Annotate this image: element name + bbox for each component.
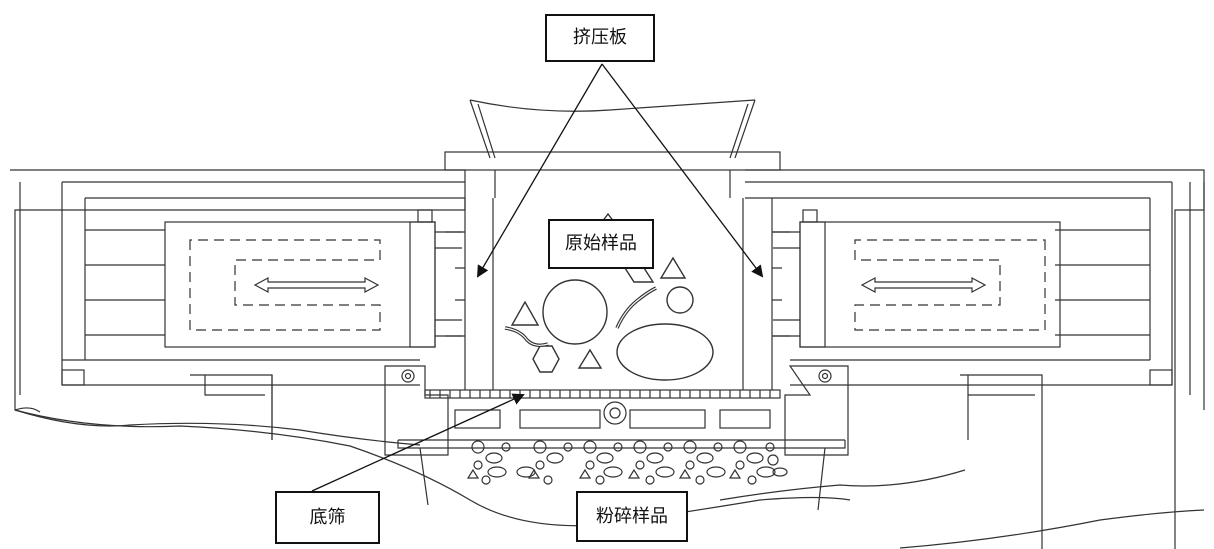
arrow-to-right-press-plate <box>601 63 764 278</box>
crushing-chamber <box>445 198 790 390</box>
label-press-plate: 挤压板 <box>545 14 655 62</box>
bottom-wave-lines <box>14 182 1205 549</box>
label-press-plate-text: 挤压板 <box>573 27 627 48</box>
left-cylinder <box>164 209 462 348</box>
left-double-arrow <box>253 276 380 294</box>
collection-tray <box>419 447 826 511</box>
pointer-arrows <box>311 63 764 492</box>
crushed-sample-particles <box>466 440 788 485</box>
label-raw-sample: 原始样品 <box>548 219 654 269</box>
right-cylinder <box>773 209 1061 348</box>
left-outer-housing <box>10 169 466 446</box>
bottom-screen-plate <box>397 389 846 449</box>
label-bottom-screen: 底筛 <box>275 491 380 544</box>
arrow-to-left-press-plate <box>476 63 603 278</box>
label-crushed-sample-text: 粉碎样品 <box>596 505 668 527</box>
right-double-arrow <box>860 276 987 294</box>
hopper <box>444 99 781 198</box>
support-brackets <box>384 365 849 456</box>
label-bottom-screen-text: 底筛 <box>309 506 346 528</box>
right-outer-housing <box>719 169 1205 549</box>
arrow-to-bottom-screen <box>311 393 525 492</box>
label-raw-sample-text: 原始样品 <box>565 233 637 254</box>
label-crushed-sample: 粉碎样品 <box>576 491 688 542</box>
